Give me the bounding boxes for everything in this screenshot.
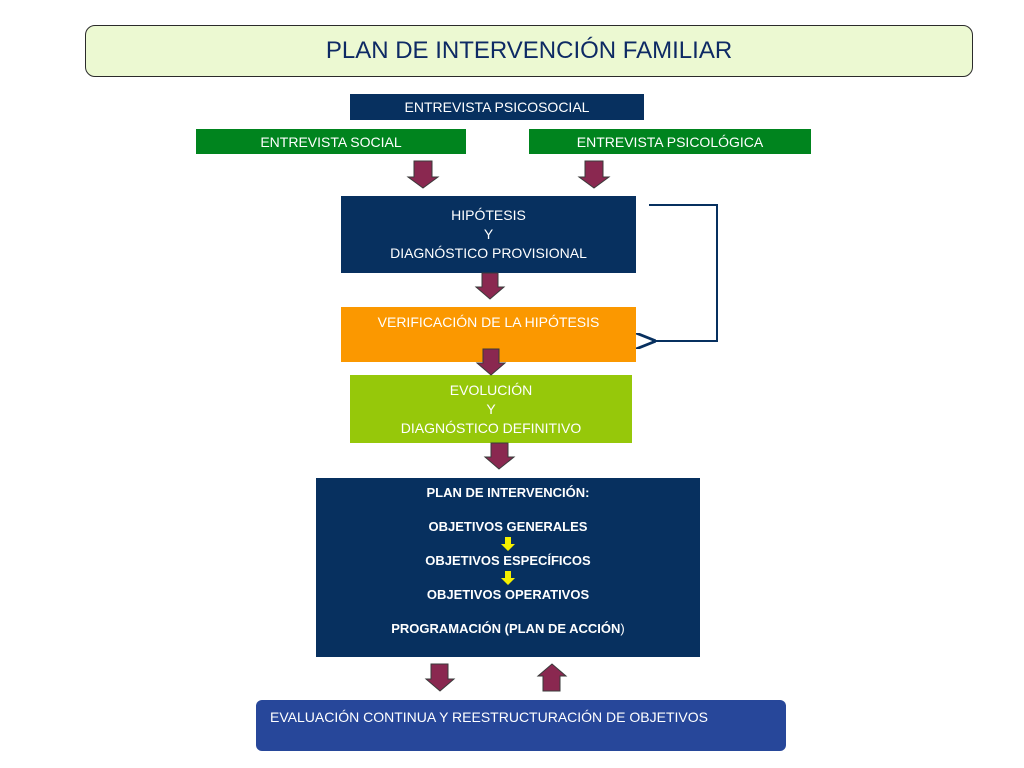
verificacion-box: VERIFICACIÓN DE LA HIPÓTESIS [341,307,636,362]
entrevista-psicosocial-box: ENTREVISTA PSICOSOCIAL [350,94,644,120]
programacion-paren: ) [620,621,625,636]
hipotesis-line-2: Y [483,226,494,242]
down-arrow-icon [577,160,611,189]
objetivos-generales: OBJETIVOS GENERALES [428,519,588,534]
hipotesis-line-1: HIPÓTESIS [451,207,526,223]
evaluacion-label: EVALUACIÓN CONTINUA Y REESTRUCTURACIÓN D… [270,709,708,725]
objetivos-especificos: OBJETIVOS ESPECÍFICOS [425,553,591,568]
evolucion-line-1: EVOLUCIÓN [449,381,533,398]
evolucion-line-3: DIAGNÓSTICO DEFINITIVO [400,419,582,436]
plan-heading: PLAN DE INTERVENCIÓN: [426,485,590,500]
title-banner: PLAN DE INTERVENCIÓN FAMILIAR [85,25,973,77]
down-arrow-icon [424,663,456,692]
verificacion-label: VERIFICACIÓN DE LA HIPÓTESIS [377,314,600,330]
programacion-label: PROGRAMACIÓN (PLAN DE ACCIÓN [391,621,621,636]
feedback-loop-arrow [649,204,718,341]
evolucion-line-2: Y [486,400,496,417]
down-arrow-icon [474,272,506,300]
down-arrow-icon [483,442,516,470]
hipotesis-box: HIPÓTESIS Y DIAGNÓSTICO PROVISIONAL [341,196,636,273]
down-arrow-icon [316,571,700,585]
evaluacion-box: EVALUACIÓN CONTINUA Y REESTRUCTURACIÓN D… [256,700,786,751]
programacion-line: PROGRAMACIÓN (PLAN DE ACCIÓN) [316,621,700,636]
down-arrow-icon [316,537,700,551]
up-arrow-icon [536,663,568,692]
entrevista-social-box: ENTREVISTA SOCIAL [196,129,466,154]
entrevista-psicosocial-label: ENTREVISTA PSICOSOCIAL [404,99,590,115]
hipotesis-line-3: DIAGNÓSTICO PROVISIONAL [390,245,587,261]
objetivos-operativos: OBJETIVOS OPERATIVOS [426,587,590,602]
down-arrow-icon [406,160,440,189]
entrevista-social-label: ENTREVISTA SOCIAL [260,133,402,150]
page-title: PLAN DE INTERVENCIÓN FAMILIAR [325,37,733,64]
entrevista-psicologica-box: ENTREVISTA PSICOLÓGICA [529,129,811,154]
evolucion-box: EVOLUCIÓN Y DIAGNÓSTICO DEFINITIVO [350,375,632,443]
entrevista-psicologica-label: ENTREVISTA PSICOLÓGICA [576,133,764,150]
plan-intervencion-box: PLAN DE INTERVENCIÓN: OBJETIVOS GENERALE… [316,478,700,657]
